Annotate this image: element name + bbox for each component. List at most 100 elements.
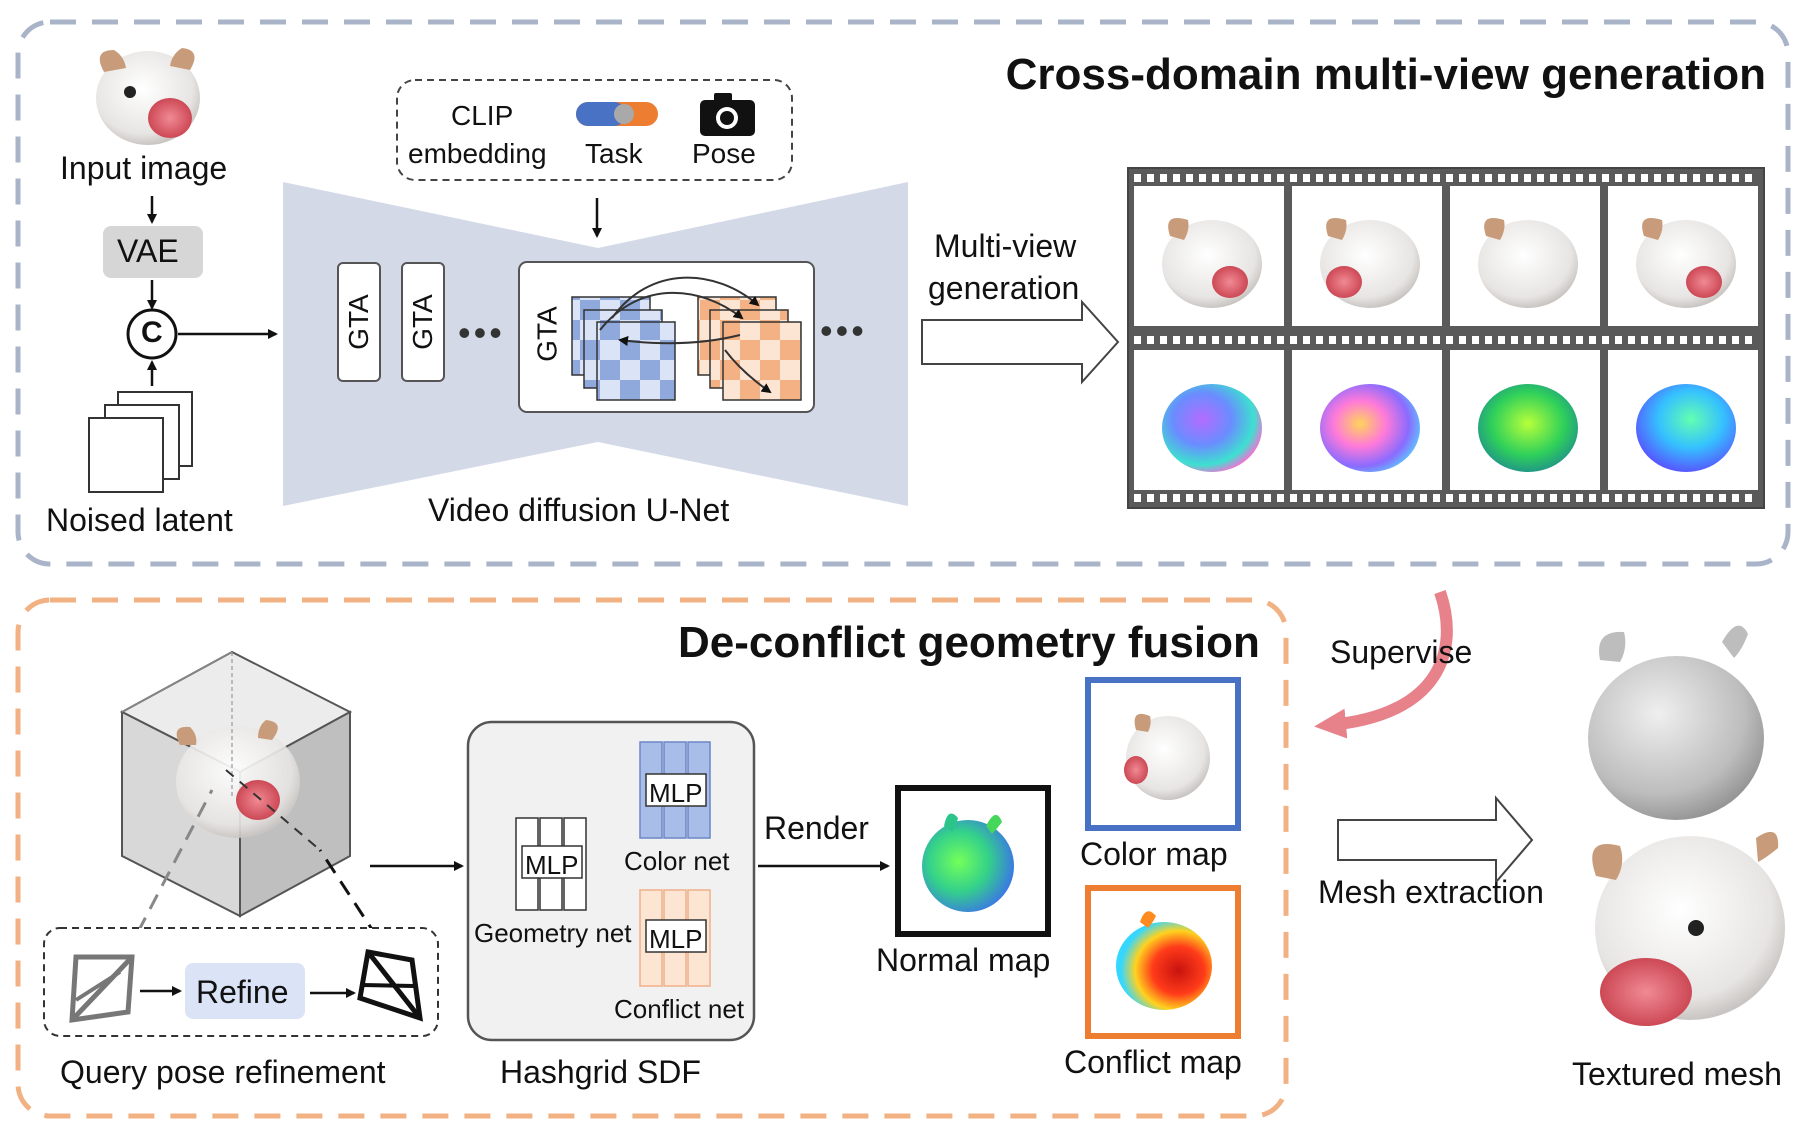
film-sprocket-hole <box>1147 336 1154 344</box>
film-sprocket-hole <box>1329 174 1336 182</box>
film-sprocket-hole <box>1563 174 1570 182</box>
film-sprocket-hole <box>1303 174 1310 182</box>
film-sprocket-hole <box>1615 174 1622 182</box>
film-sprocket-hole <box>1628 336 1635 344</box>
hashgrid-label: Hashgrid SDF <box>500 1054 701 1090</box>
film-sprocket-hole <box>1290 336 1297 344</box>
input-image-thumbnail <box>96 48 200 145</box>
film-sprocket-hole <box>1433 494 1440 502</box>
film-sprocket-hole <box>1602 494 1609 502</box>
film-sprocket-hole <box>1381 494 1388 502</box>
film-sprocket-hole <box>1511 494 1518 502</box>
geometry-net-label: Geometry net <box>474 918 632 948</box>
mlp-label-color: MLP <box>649 778 703 808</box>
film-sprocket-hole <box>1173 494 1180 502</box>
film-sprocket-hole <box>1693 336 1700 344</box>
film-sprocket-hole <box>1732 174 1739 182</box>
film-sprocket-hole <box>1719 494 1726 502</box>
textured-mesh-label: Textured mesh <box>1572 1056 1782 1092</box>
film-sprocket-hole <box>1277 336 1284 344</box>
film-sprocket-hole <box>1186 494 1193 502</box>
film-sprocket-hole <box>1342 336 1349 344</box>
film-sprocket-hole <box>1251 174 1258 182</box>
conflict-net-label: Conflict net <box>614 994 745 1024</box>
film-sprocket-hole <box>1290 494 1297 502</box>
camera-frustum-refined-icon <box>357 949 424 1022</box>
mouth-shape <box>1686 266 1722 298</box>
blue-feature-stack <box>571 296 676 401</box>
film-sprocket-hole <box>1446 174 1453 182</box>
film-sprocket-hole <box>1173 336 1180 344</box>
film-sprocket-hole <box>1225 336 1232 344</box>
film-sprocket-hole <box>1329 336 1336 344</box>
film-sprocket-hole <box>1628 494 1635 502</box>
film-sprocket-hole <box>1355 336 1362 344</box>
normal-map-label: Normal map <box>876 942 1051 978</box>
film-sprocket-hole <box>1212 494 1219 502</box>
film-sprocket-hole <box>1212 174 1219 182</box>
film-sprocket-hole <box>1511 174 1518 182</box>
film-sprocket-hole <box>1602 174 1609 182</box>
gta-inner-label: GTA <box>531 306 563 362</box>
gta-label: GTA <box>343 294 374 350</box>
film-sprocket-hole <box>1576 174 1583 182</box>
film-sprocket-hole <box>1485 494 1492 502</box>
film-sprocket-hole <box>1706 494 1713 502</box>
input-image-label: Input image <box>60 150 228 186</box>
film-sprocket-hole <box>1251 336 1258 344</box>
film-sprocket-hole <box>1485 174 1492 182</box>
film-sprocket-hole <box>1407 336 1414 344</box>
film-sprocket-hole <box>1316 336 1323 344</box>
film-sprocket-hole <box>1303 336 1310 344</box>
film-sprocket-hole <box>1563 494 1570 502</box>
conflict-map-label: Conflict map <box>1064 1044 1242 1080</box>
film-sprocket-hole <box>1238 494 1245 502</box>
textured-mesh-gray-render <box>1588 625 1764 820</box>
film-sprocket-hole <box>1407 494 1414 502</box>
film-sprocket-hole <box>1472 174 1479 182</box>
camera-icon <box>700 93 755 136</box>
film-sprocket-hole <box>1719 336 1726 344</box>
hashgrid-sdf-box <box>466 720 756 1042</box>
film-sprocket-hole <box>1537 174 1544 182</box>
film-sprocket-hole <box>1498 336 1505 344</box>
film-sprocket-hole <box>1524 174 1531 182</box>
normal-view-render <box>1478 384 1578 472</box>
film-sprocket-hole <box>1277 494 1284 502</box>
film-sprocket-hole <box>1394 336 1401 344</box>
film-sprocket-hole <box>1251 494 1258 502</box>
film-sprocket-hole <box>1264 336 1271 344</box>
film-sprocket-hole <box>1576 494 1583 502</box>
noised-latent-label: Noised latent <box>46 502 233 538</box>
refine-box <box>185 963 305 1019</box>
film-sprocket-hole <box>1498 174 1505 182</box>
film-sprocket-hole <box>1264 494 1271 502</box>
film-sprocket-hole <box>1667 336 1674 344</box>
film-sprocket-hole <box>1693 494 1700 502</box>
film-sprocket-hole <box>1563 336 1570 344</box>
film-sprocket-hole <box>1706 174 1713 182</box>
ellipsis-right: ••• <box>820 310 867 351</box>
film-sprocket-hole <box>1134 174 1141 182</box>
clip-embedding-label-line1: CLIP <box>451 100 514 131</box>
film-sprocket-hole <box>1680 336 1687 344</box>
film-sprocket-hole <box>1147 174 1154 182</box>
ellipsis-left: ••• <box>458 312 505 353</box>
gta-block-1: GTA <box>337 262 381 382</box>
film-sprocket-hole <box>1186 336 1193 344</box>
film-sprocket-hole <box>1394 494 1401 502</box>
film-sprocket-hole <box>1511 336 1518 344</box>
top-panel-border <box>15 19 1791 567</box>
film-sprocket-hole <box>1628 174 1635 182</box>
film-sprocket-hole <box>1589 336 1596 344</box>
task-label: Task <box>585 138 643 169</box>
film-sprocket-hole <box>1160 336 1167 344</box>
conflict-net-block <box>639 889 711 987</box>
film-sprocket-hole <box>1706 336 1713 344</box>
film-sprocket-hole <box>1394 174 1401 182</box>
film-sprocket-hole <box>1459 174 1466 182</box>
normal-view-render <box>1320 384 1420 472</box>
film-sprocket-hole <box>1433 336 1440 344</box>
